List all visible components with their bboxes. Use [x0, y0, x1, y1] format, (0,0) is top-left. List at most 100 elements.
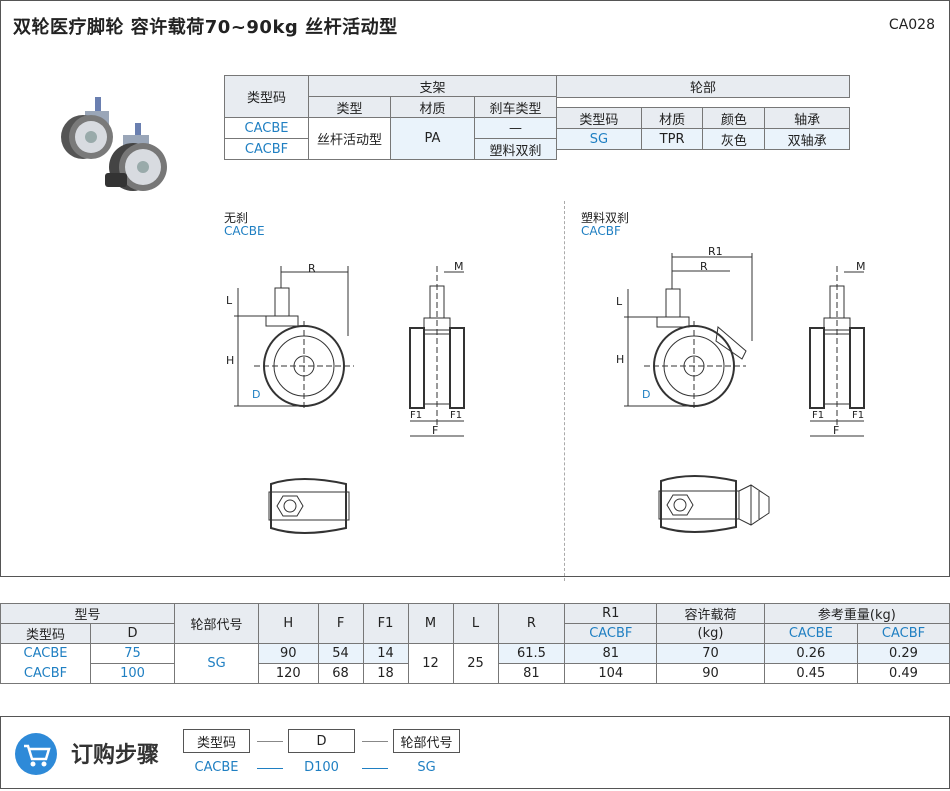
- drawing-left-title: 无刹: [224, 211, 249, 225]
- brake-cell: —: [474, 117, 557, 139]
- l-header: L: [452, 603, 499, 644]
- material-cell: PA: [390, 117, 475, 160]
- drawing-right-title: 塑料双刹: [581, 211, 630, 225]
- type-code-header: 类型码: [0, 623, 91, 644]
- h-cell: 90: [258, 643, 319, 664]
- order-step-box: 类型码: [183, 729, 250, 753]
- drawing-right-code: CACBF: [581, 224, 621, 238]
- dim-r1-label: R1: [708, 245, 723, 258]
- brake-header: 刹车类型: [474, 96, 557, 118]
- wheel-bearing-cell: 双轴承: [764, 128, 850, 150]
- r1-cell: 104: [564, 663, 658, 684]
- d-cell: 100: [90, 663, 175, 684]
- weight-f-cell: 0.49: [856, 663, 950, 684]
- f-cell: 54: [317, 643, 364, 664]
- bracket-group-header: 支架: [308, 75, 557, 97]
- type-code-header: 类型码: [224, 75, 309, 118]
- order-dash: [362, 768, 388, 769]
- type-code-cell: CACBE: [0, 643, 91, 664]
- r-header: R: [497, 603, 566, 644]
- dim-d-label: D: [252, 388, 260, 401]
- order-step-box: 轮部代号: [393, 729, 460, 753]
- page-title: 双轮医疗脚轮 容许载荷70~90kg 丝杆活动型: [13, 17, 398, 38]
- weight-header: 参考重量(kg): [763, 603, 950, 624]
- weight-e-cell: 0.45: [763, 663, 858, 684]
- d-cell: 75: [90, 643, 175, 664]
- bracket-table: 类型码 支架 类型 材质 刹车类型 CACBE 丝杆活动型 PA — CACBF…: [224, 75, 557, 160]
- order-steps-panel: 订购步骤 类型码 D 轮部代号 CACBE D100 SG: [0, 716, 950, 789]
- weight-f-header: CACBF: [856, 623, 950, 644]
- dim-f-label: F: [432, 424, 438, 437]
- f1-cell: 18: [362, 663, 409, 684]
- order-dash: [257, 768, 283, 769]
- dim-r-label: R: [700, 260, 708, 273]
- drawing-left-front: M F1 F1 F: [409, 260, 465, 437]
- type-header: 类型: [308, 96, 391, 118]
- f1-cell: 14: [362, 643, 409, 664]
- weight-e-header: CACBE: [763, 623, 858, 644]
- drawing-left-top: [268, 478, 350, 534]
- dim-f1-label: F1: [852, 410, 864, 421]
- brake-cell: 塑料双刹: [474, 138, 557, 160]
- dim-l-label: L: [226, 294, 233, 307]
- type-code-cell: CACBF: [0, 663, 91, 684]
- order-example: D100: [304, 760, 339, 775]
- drawing-right-side: R1 R L H D: [616, 245, 753, 411]
- load-cell: 70: [656, 643, 765, 664]
- wheel-group-header: 轮部: [556, 75, 850, 98]
- l-cell: 25: [452, 643, 499, 684]
- dim-d-label: D: [642, 388, 650, 401]
- wheel-code-cell: SG: [174, 643, 259, 684]
- h-header: H: [258, 603, 319, 644]
- dim-h-label: H: [616, 353, 624, 366]
- m-header: M: [407, 603, 454, 644]
- wheel-code-header: 轮部代号: [174, 603, 259, 644]
- f-header: F: [317, 603, 364, 644]
- order-dash: [257, 741, 283, 742]
- cart-icon: [15, 733, 57, 775]
- drawing-right-top: [658, 475, 770, 533]
- order-dash: [362, 741, 388, 742]
- wheel-bearing-header: 轴承: [764, 107, 850, 129]
- dim-r-label: R: [308, 262, 316, 275]
- wheel-code-cell: SG: [556, 128, 642, 150]
- dim-l-label: L: [616, 295, 623, 308]
- dim-m-label: M: [454, 260, 464, 273]
- dim-f1-label: F1: [812, 410, 824, 421]
- r-cell: 81: [497, 663, 566, 684]
- wheel-type-code-header: 类型码: [556, 107, 642, 129]
- r-cell: 61.5: [497, 643, 566, 664]
- r1-cell: 81: [564, 643, 658, 664]
- r1-sub-header: CACBF: [564, 623, 658, 644]
- product-image: [61, 97, 167, 191]
- load-cell: 90: [656, 663, 765, 684]
- dim-f1-label: F1: [450, 410, 462, 421]
- code-cell: CACBF: [224, 138, 309, 160]
- order-example: SG: [417, 760, 436, 775]
- wheel-material-header: 材质: [640, 107, 704, 129]
- m-cell: 12: [407, 643, 454, 684]
- spec-table: 型号 轮部代号 H F F1 M L R R1 容许载荷 参考重量(kg) 类型…: [0, 603, 950, 684]
- drawing-left-side: R L H D: [226, 262, 354, 411]
- product-frame: 双轮医疗脚轮 容许载荷70~90kg 丝杆活动型 CA028 类型码 支架 类型…: [0, 0, 950, 581]
- load-header: 容许载荷: [656, 603, 765, 624]
- drawing-right-front: M F1 F1 F: [809, 260, 866, 437]
- wheel-color-cell: 灰色: [702, 128, 766, 150]
- code-cell: CACBE: [224, 117, 309, 139]
- load-unit-header: (kg): [656, 623, 765, 644]
- order-step-box: D: [288, 729, 355, 753]
- drawing-left-code: CACBE: [224, 224, 265, 238]
- product-code: CA028: [888, 17, 935, 33]
- drawing-separator: [564, 201, 565, 581]
- type-cell: 丝杆活动型: [308, 117, 391, 160]
- weight-f-cell: 0.29: [856, 643, 950, 664]
- dim-f-label: F: [833, 424, 839, 437]
- d-header: D: [90, 623, 175, 644]
- dim-f1-label: F1: [410, 410, 422, 421]
- order-example: CACBE: [194, 760, 239, 775]
- h-cell: 120: [258, 663, 319, 684]
- wheel-table: 轮部 类型码 材质 颜色 轴承 SG TPR 灰色 双轴承: [556, 75, 850, 150]
- dim-h-label: H: [226, 354, 234, 367]
- wheel-material-cell: TPR: [640, 128, 704, 150]
- f-cell: 68: [317, 663, 364, 684]
